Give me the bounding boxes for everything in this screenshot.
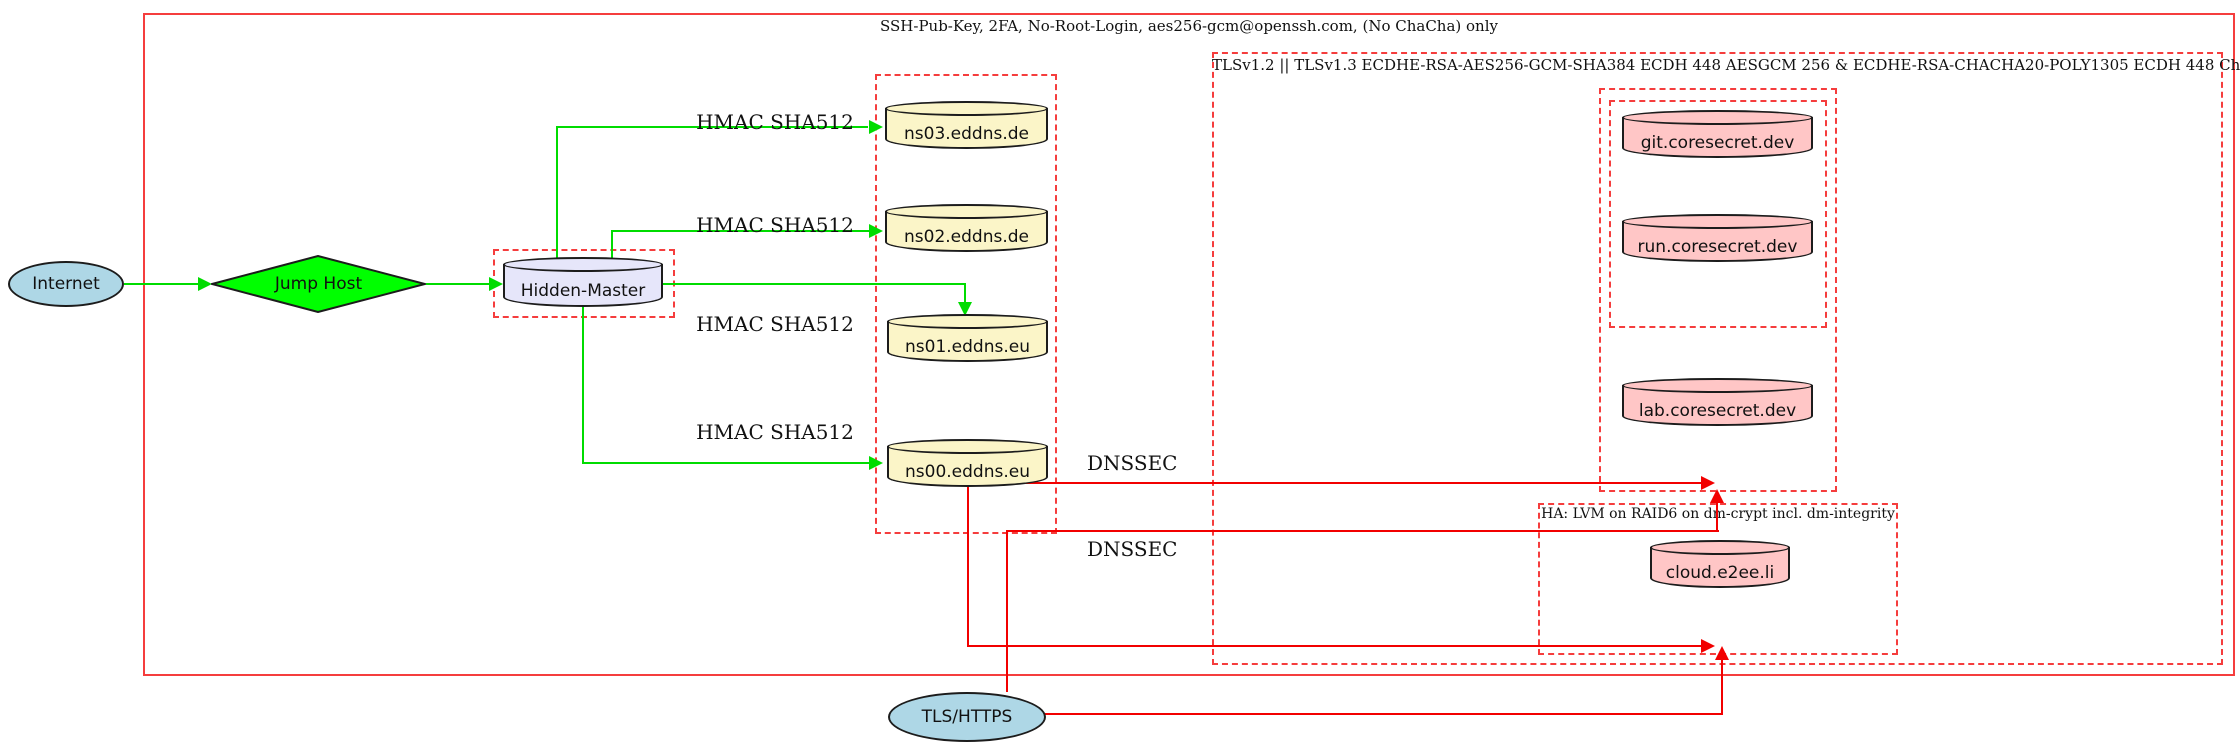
edge-tls-ha-horizontal: [1045, 713, 1723, 715]
cylinder-cap: [1650, 540, 1790, 555]
cylinder-cap: [1622, 378, 1813, 393]
node-lab: lab.coresecret.dev: [1622, 378, 1813, 426]
edge-hm-ns03-vertical: [556, 127, 558, 262]
arrowhead-into-jumphost: [198, 277, 212, 291]
edge-hm-ns01-vertical: [964, 283, 966, 303]
cylinder-cap: [885, 204, 1048, 219]
cylinder-cap: [887, 439, 1048, 454]
cluster-tls-label: TLSv1.2 || TLSv1.3 ECDHE-RSA-AES256-GCM-…: [1212, 56, 2240, 74]
edge-label-hmac-ns02: HMAC SHA512: [696, 213, 854, 237]
cylinder-cap: [1622, 110, 1813, 125]
node-ns00-label: ns00.eddns.eu: [905, 461, 1030, 482]
cluster-ha-label: HA: LVM on RAID6 on dm-crypt incl. dm-in…: [1541, 506, 1895, 522]
edge-ns-coresecret-horizontal: [967, 482, 1702, 484]
arrowhead-into-ns00: [869, 456, 883, 470]
arrowhead-into-ns01: [958, 302, 972, 316]
arrowhead-into-hiddenmaster: [489, 277, 503, 291]
cylinder-cap: [885, 101, 1048, 116]
cylinder-body: [885, 108, 1048, 149]
edge-tls-ha-vertical: [1721, 657, 1723, 715]
node-lab-label: lab.coresecret.dev: [1638, 400, 1797, 421]
cluster-ssh-label: SSH-Pub-Key, 2FA, No-Root-Login, aes256-…: [880, 17, 1498, 35]
edge-label-dnssec-1: DNSSEC: [1087, 451, 1178, 475]
arrowhead-tls-coresecret: [1710, 489, 1724, 503]
edge-hm-ns03-horizontal: [556, 126, 868, 128]
edge-hm-ns02-horizontal: [611, 230, 869, 232]
node-git-label: git.coresecret.dev: [1640, 132, 1795, 153]
cluster-ssh-box: [143, 13, 2235, 676]
arrowhead-into-ns02: [869, 224, 883, 238]
cluster-coresecret-inner-box: [1609, 100, 1827, 328]
node-tls-https: TLS/HTTPS: [888, 692, 1046, 742]
arrowhead-into-ns03: [869, 120, 883, 134]
diamond-shape: [211, 255, 426, 313]
cylinder-cap: [887, 314, 1048, 329]
edge-tls-coresecret-vertical1: [1006, 531, 1008, 692]
node-ns02-label: ns02.eddns.de: [904, 226, 1029, 247]
arrowhead-tls-ha: [1715, 646, 1729, 660]
node-git: git.coresecret.dev: [1622, 110, 1813, 158]
node-hidden-master: Hidden-Master: [503, 257, 663, 307]
node-run-label: run.coresecret.dev: [1637, 236, 1798, 257]
cylinder-cap: [1622, 214, 1813, 229]
edge-label-hmac-ns00: HMAC SHA512: [696, 420, 854, 444]
node-cloud-label: cloud.e2ee.li: [1665, 562, 1775, 583]
node-ns01: ns01.eddns.eu: [887, 314, 1048, 362]
node-ns03: ns03.eddns.de: [885, 101, 1048, 149]
edge-tls-coresecret-horizontal: [1006, 530, 1719, 532]
edge-tls-coresecret-vertical2: [1716, 500, 1718, 532]
node-internet-label: Internet: [32, 274, 100, 294]
node-cloud: cloud.e2ee.li: [1650, 540, 1790, 588]
cluster-tls-box: [1212, 52, 2223, 665]
node-tls-https-label: TLS/HTTPS: [921, 707, 1013, 727]
node-jump-host-label: Jump Host: [274, 274, 363, 294]
edge-hm-ns02-vertical: [611, 231, 613, 262]
node-ns03-label: ns03.eddns.de: [904, 123, 1029, 144]
cylinder-cap: [503, 257, 663, 272]
node-jump-host: Jump Host: [211, 255, 426, 313]
edge-jumphost-hiddenmaster: [426, 283, 490, 285]
cluster-nameservers-box: [875, 74, 1057, 534]
edge-label-hmac-ns03: HMAC SHA512: [696, 110, 854, 134]
node-ns01-label: ns01.eddns.eu: [905, 336, 1030, 357]
arrowhead-ns-ha: [1701, 639, 1715, 653]
node-hidden-master-label: Hidden-Master: [520, 280, 646, 301]
edge-label-dnssec-2: DNSSEC: [1087, 537, 1178, 561]
edge-hm-ns00-horizontal: [582, 462, 869, 464]
node-ns02: ns02.eddns.de: [885, 204, 1048, 252]
edge-hm-ns00-vertical: [582, 307, 584, 463]
edge-ns-ha-vertical: [967, 482, 969, 646]
node-run: run.coresecret.dev: [1622, 214, 1813, 262]
edge-hm-ns01-horizontal: [663, 283, 965, 285]
edge-internet-jumphost: [124, 283, 200, 285]
node-internet: Internet: [8, 261, 124, 307]
edge-label-hmac-ns01: HMAC SHA512: [696, 312, 854, 336]
arrowhead-ns-coresecret: [1701, 476, 1715, 490]
cylinder-body: [1622, 117, 1813, 158]
node-ns00: ns00.eddns.eu: [887, 439, 1048, 487]
cylinder-body: [1622, 221, 1813, 262]
edge-ns-ha-horizontal: [967, 645, 1702, 647]
